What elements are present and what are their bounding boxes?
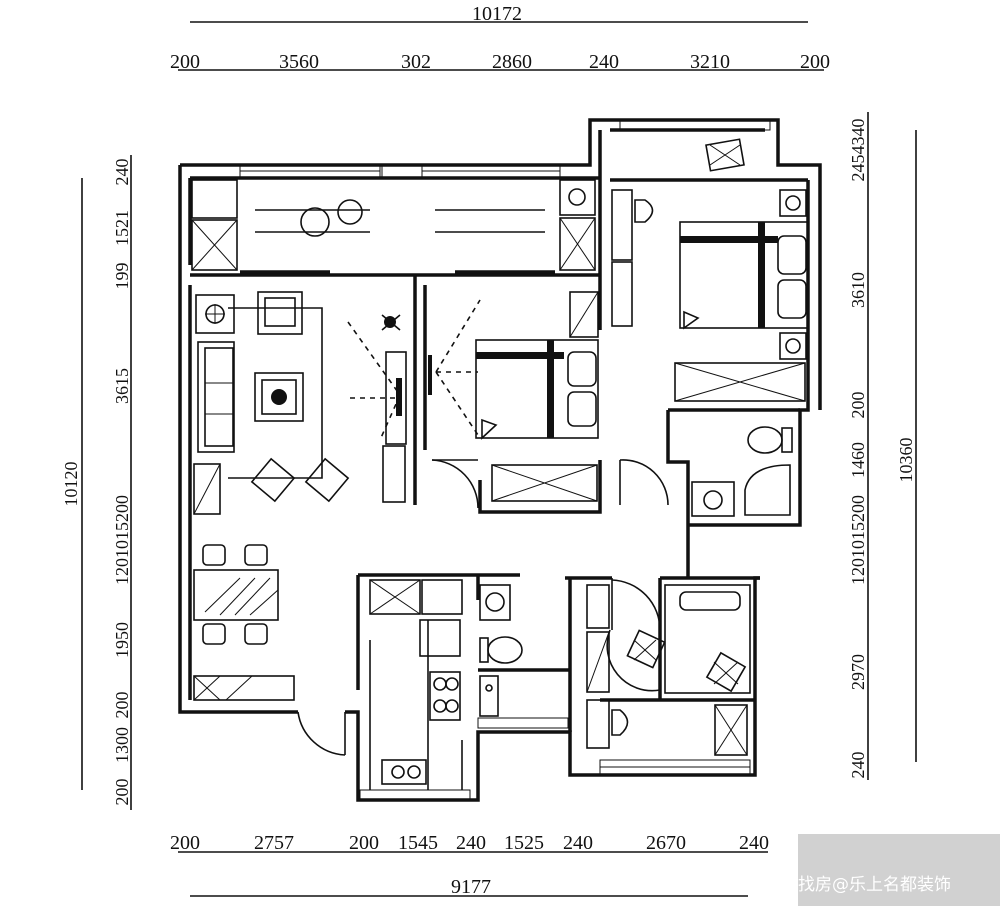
- master-bedroom: [611, 138, 809, 402]
- balcony: [191, 179, 596, 274]
- top-total-label: 10172: [472, 3, 522, 25]
- kitchen: [369, 579, 463, 790]
- left-segment-label: 240: [112, 159, 132, 186]
- top-segment-label: 2860: [492, 51, 532, 73]
- right-segment-label: 2970: [848, 654, 868, 690]
- left-segment-label: 1300: [112, 727, 132, 763]
- bottom-segment-label: 240: [563, 832, 593, 854]
- interior-walls: [190, 178, 808, 732]
- watermark: 找房@乐上名都装饰: [798, 834, 1000, 906]
- right-segment-label: 2454340: [848, 119, 868, 182]
- bottom-segment-label: 200: [170, 832, 200, 854]
- bottom-segment-label: 2757: [254, 832, 294, 854]
- left-segment-label: 1521: [112, 210, 132, 246]
- right-segment-label: 240: [848, 752, 868, 779]
- top-segment-label: 200: [170, 51, 200, 73]
- third-bedroom: [586, 584, 751, 756]
- right-dimension-line: 2454340 3610 200 1460 1201015200 2970 24…: [848, 112, 917, 780]
- windows: [239, 119, 771, 801]
- top-segment-label: 3210: [690, 51, 730, 73]
- right-segment-label: 1201015200: [848, 495, 868, 585]
- left-segment-label: 1201015200: [112, 495, 132, 585]
- right-segment-label: 3610: [848, 272, 868, 308]
- second-bedroom: [428, 291, 599, 502]
- second-bathroom: [479, 584, 523, 717]
- watermark-text: 找房@乐上名都装饰: [798, 875, 951, 895]
- left-segment-label: 1950: [112, 622, 132, 658]
- top-segment-label: 302: [401, 51, 431, 73]
- bottom-segment-label: 2670: [646, 832, 686, 854]
- doors: [297, 459, 669, 756]
- top-segment-label: 3560: [279, 51, 319, 73]
- top-dimension-line: 10172 200 3560 302 2860 240 3210 200: [170, 3, 830, 73]
- left-dimension-line: 10120 240 1521 199 3615 1201015200 1950 …: [61, 155, 132, 810]
- bottom-segment-label: 240: [456, 832, 486, 854]
- left-segment-label: 3615: [112, 368, 132, 404]
- top-segment-label: 200: [800, 51, 830, 73]
- left-segment-label: 199: [112, 263, 132, 290]
- bottom-segment-label: 240: [739, 832, 769, 854]
- right-segment-label: 200: [848, 392, 868, 419]
- dining-area: [193, 544, 295, 701]
- living-room: [193, 291, 407, 515]
- left-segment-label: 200: [112, 692, 132, 719]
- left-total-label: 10120: [61, 462, 81, 507]
- right-total-label: 10360: [896, 438, 916, 483]
- bottom-segment-label: 200: [349, 832, 379, 854]
- right-segment-label: 1460: [848, 442, 868, 478]
- bottom-segment-label: 1525: [504, 832, 544, 854]
- master-bathroom: [691, 426, 793, 517]
- bottom-total-label: 9177: [451, 876, 491, 898]
- bottom-segment-label: 1545: [398, 832, 438, 854]
- bottom-dimension-line: 200 2757 200 1545 240 1525 240 2670 240 …: [170, 832, 769, 898]
- top-segment-label: 240: [589, 51, 619, 73]
- left-segment-label: 200: [112, 779, 132, 806]
